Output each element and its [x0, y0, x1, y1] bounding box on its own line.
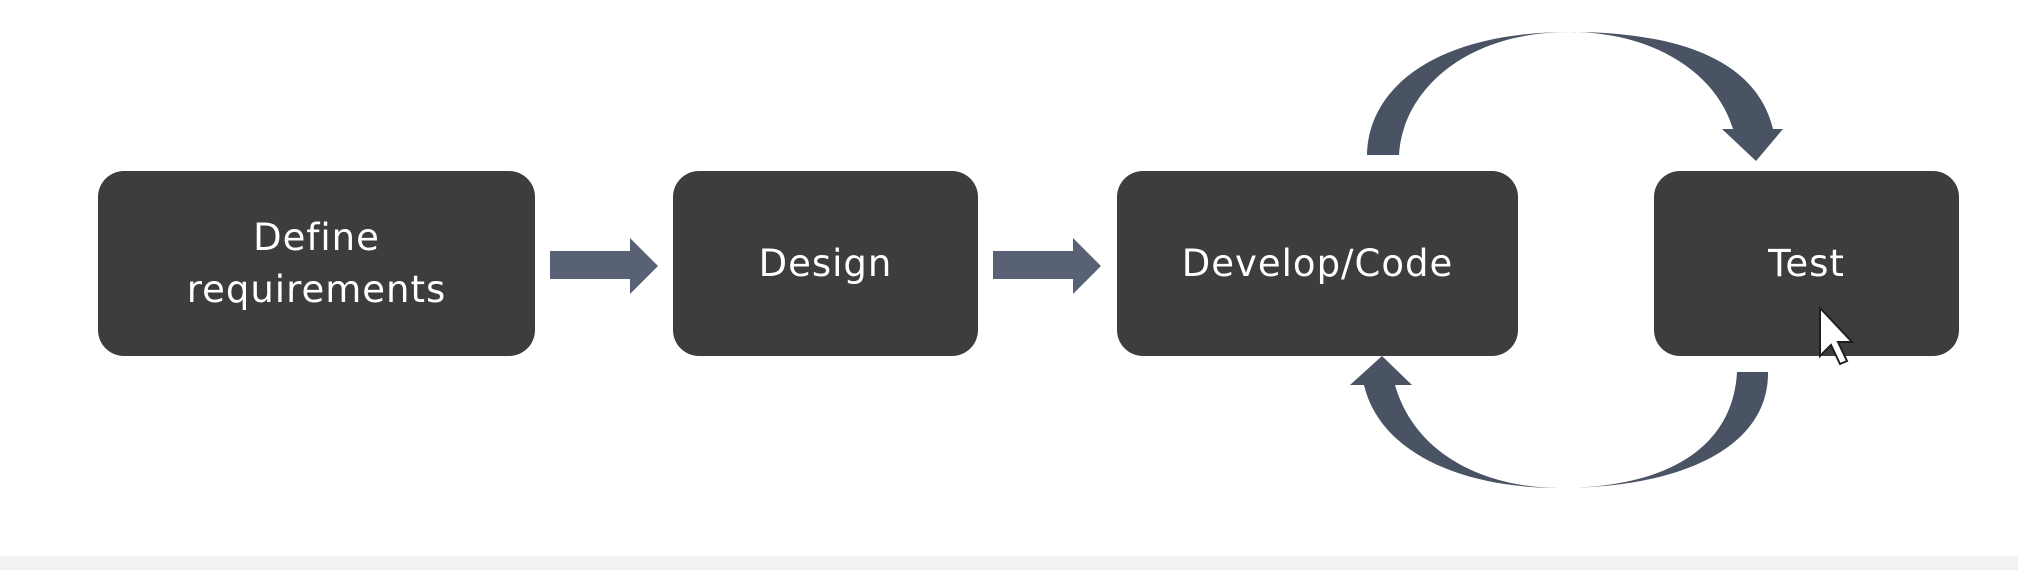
bottom-strip: [0, 556, 2018, 570]
step-develop-code: Develop/Code: [1117, 171, 1518, 356]
step-develop-code-label: Develop/Code: [1181, 241, 1454, 285]
loop-arrow-top-icon: [1367, 32, 1783, 161]
step-design: Design: [673, 171, 978, 356]
mouse-cursor-icon: [1819, 305, 1855, 366]
loop-arrow-bottom-icon: [1350, 356, 1769, 488]
step-test-label: Test: [1768, 241, 1845, 285]
step-design-label: Design: [758, 241, 893, 285]
step-test: Test: [1654, 171, 1959, 356]
arrow-right-icon: [550, 238, 658, 294]
arrow-right-icon: [993, 238, 1101, 294]
